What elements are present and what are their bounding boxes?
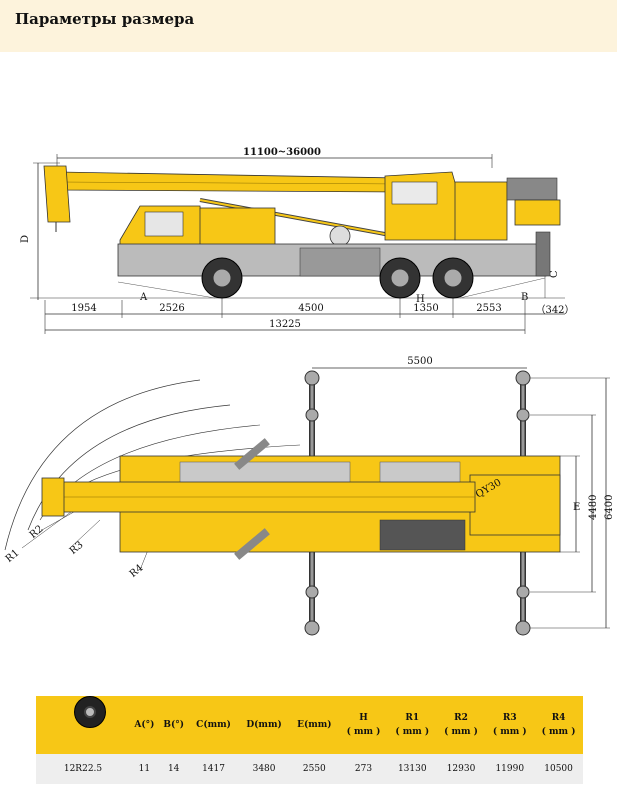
table-header-cell: B(°)	[158, 696, 189, 754]
table-cell: 11	[130, 754, 159, 784]
dim-rear-extension: （342）	[535, 304, 574, 316]
radius-r2-label: R2	[28, 524, 46, 541]
crane-boom	[57, 171, 405, 193]
table-header-cell: R1 ( mm )	[387, 696, 437, 754]
page-title: Параметры размера	[15, 10, 195, 28]
table-cell: 3480	[238, 754, 290, 784]
table-cell: 273	[339, 754, 388, 784]
specs-table: A(°) B(°) C(mm) D(mm) E(mm) H ( mm ) R1 …	[36, 696, 583, 784]
table-cell: 12R22.5	[36, 754, 130, 784]
radius-r1-label: R1	[4, 548, 22, 565]
dim-front-overhang: 1954	[71, 303, 96, 314]
table-row: 12R22.5 11 14 1417 3480 2550 273 13130 1…	[36, 754, 583, 784]
table-header-cell: D(mm)	[238, 696, 290, 754]
winch-drum	[329, 225, 351, 247]
page-header: Параметры размера	[0, 0, 617, 52]
radius-r4-label: R4	[128, 563, 146, 580]
table-header-cell: R2 ( mm )	[436, 696, 486, 754]
table-cell: 11990	[485, 754, 535, 784]
height-d-label: D	[20, 235, 31, 243]
ground-clearance-h: H	[416, 294, 425, 305]
dim-wheelbase-1: 2526	[159, 303, 184, 314]
tire-icon	[74, 696, 106, 728]
boom-head	[43, 165, 71, 223]
extended-width-label: 6400	[604, 495, 615, 520]
table-header-cell: R4 ( mm )	[534, 696, 583, 754]
table-cell: 1417	[188, 754, 239, 784]
counterweight	[514, 199, 561, 226]
boom-rest	[199, 207, 276, 249]
tire-column-header	[36, 696, 130, 754]
radius-r3-label: R3	[68, 540, 86, 557]
winch-assembly	[506, 177, 558, 201]
engine-grille	[379, 519, 466, 551]
superstructure-top	[469, 474, 561, 536]
overall-length-label: 13225	[269, 319, 301, 330]
dim-wheelbase-2: 4500	[298, 303, 323, 314]
width-e-label: E	[573, 502, 580, 513]
side-view: 11100~36000 D 1954 2526 4500 1350 2553 （…	[20, 147, 575, 334]
wheels	[201, 257, 474, 299]
table-cell: 2550	[289, 754, 340, 784]
table-header-cell: H ( mm )	[339, 696, 388, 754]
dim-c-label: C	[549, 270, 560, 278]
table-cell: 12930	[436, 754, 486, 784]
approach-angle-a: A	[139, 292, 148, 303]
table-header-cell: R3 ( mm )	[485, 696, 535, 754]
outrigger-span-label: 5500	[407, 356, 432, 367]
table-header-cell: E(mm)	[289, 696, 340, 754]
dim-wheelbase-3: 1350	[413, 303, 438, 314]
table-cell: 14	[158, 754, 189, 784]
dim-rear-overhang: 2553	[476, 303, 501, 314]
table-header-row: A(°) B(°) C(mm) D(mm) E(mm) H ( mm ) R1 …	[36, 696, 583, 754]
table-cell: 13130	[387, 754, 437, 784]
boom-length-label: 11100~36000	[243, 147, 321, 158]
retracted-width-label: 4480	[588, 495, 599, 520]
turntable-body	[454, 181, 508, 241]
departure-angle-b: B	[521, 292, 528, 303]
top-view: 5500 R1 R2 R3 R4	[4, 356, 615, 636]
table-header-cell: A(°)	[130, 696, 159, 754]
table-cell: 10500	[534, 754, 583, 784]
table-header-cell: C(mm)	[188, 696, 239, 754]
